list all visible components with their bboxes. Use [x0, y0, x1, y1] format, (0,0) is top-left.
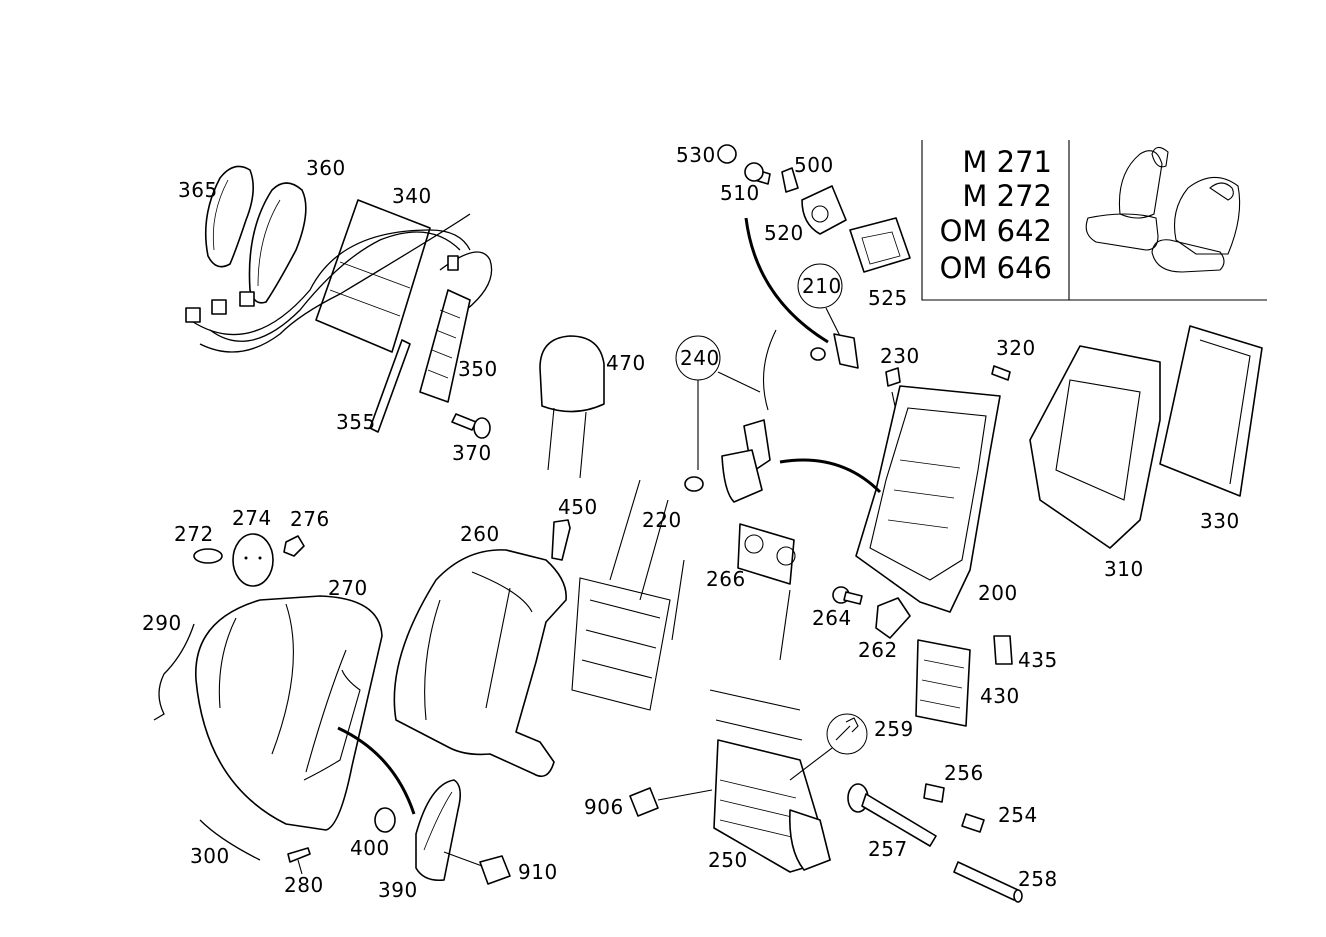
part-510-bolt	[744, 162, 771, 185]
part-264-bolt	[832, 586, 863, 605]
part-450-support	[551, 519, 571, 561]
label-525: 525	[868, 286, 908, 310]
label-500: 500	[794, 153, 834, 177]
part-310-backrest-shell	[1029, 345, 1161, 549]
label-210: 210	[802, 274, 842, 298]
part-320-bolt	[991, 365, 1011, 381]
label-260: 260	[460, 522, 500, 546]
label-200: 200	[978, 581, 1018, 605]
label-906: 906	[584, 795, 624, 819]
label-290: 290	[142, 611, 182, 635]
part-500-plug	[781, 167, 799, 193]
part-290-cable	[153, 623, 195, 721]
label-450: 450	[558, 495, 598, 519]
part-340-wiring	[185, 199, 493, 353]
label-258: 258	[1018, 867, 1058, 891]
engine-code-box: M 271 M 272 OM 642 OM 646	[921, 140, 1267, 301]
label-250: 250	[708, 848, 748, 872]
label-300: 300	[190, 844, 230, 868]
part-200-backrest-frame	[855, 385, 1001, 613]
label-262: 262	[858, 638, 898, 662]
label-259: 259	[874, 717, 914, 741]
part-365-pad	[204, 165, 254, 268]
part-210-switch	[797, 263, 859, 369]
part-430-motor-unit	[915, 639, 971, 727]
label-510: 510	[720, 181, 760, 205]
label-310: 310	[1104, 557, 1144, 581]
label-276: 276	[290, 507, 330, 531]
part-355-strip	[369, 339, 411, 433]
part-280-clip	[287, 847, 311, 875]
part-435-label	[993, 635, 1013, 665]
label-390: 390	[378, 878, 418, 902]
part-270-backrest-cover	[195, 595, 383, 831]
part-520-control	[801, 185, 847, 235]
part-262-bracket	[875, 597, 911, 639]
part-470-headrest	[539, 335, 605, 479]
label-220: 220	[642, 508, 682, 532]
label-330: 330	[1200, 509, 1240, 533]
label-470: 470	[606, 351, 646, 375]
arrow-390-to-270	[337, 726, 416, 815]
part-525-panel	[849, 217, 911, 273]
engine-code-4: OM 646	[940, 251, 1052, 285]
label-266: 266	[706, 567, 746, 591]
label-240: 240	[680, 346, 720, 370]
label-254: 254	[998, 803, 1038, 827]
part-250-seat-base	[709, 689, 831, 873]
arrow-510-to-210	[744, 217, 829, 344]
part-272-ring	[193, 548, 223, 564]
part-labels: 530 500 510 520 525 210 230 240 320 365 …	[142, 143, 1240, 902]
label-435: 435	[1018, 648, 1058, 672]
label-365: 365	[178, 178, 218, 202]
label-430: 430	[980, 684, 1020, 708]
part-370-bolt	[451, 413, 491, 439]
part-330-rear-panel	[1159, 325, 1263, 497]
part-274-disc	[232, 533, 274, 587]
part-530-cap	[717, 144, 737, 164]
arrow-240-to-200	[779, 458, 882, 494]
part-350-airbag-module	[419, 289, 471, 403]
part-906-sticker	[629, 787, 713, 817]
engine-code-1: M 271	[962, 145, 1052, 179]
label-230: 230	[880, 344, 920, 368]
label-256: 256	[944, 761, 984, 785]
label-350: 350	[458, 357, 498, 381]
part-256-connector	[923, 783, 945, 803]
part-259-wrench-callout	[789, 713, 868, 781]
part-910-sticker	[443, 851, 511, 885]
part-258-spindle	[953, 861, 1023, 903]
label-320: 320	[996, 336, 1036, 360]
label-360: 360	[306, 156, 346, 180]
part-300-cable	[199, 819, 261, 861]
part-257-drive-shaft	[847, 783, 937, 847]
part-260-backrest-foam	[393, 549, 567, 778]
part-220-spring-mat	[571, 479, 685, 711]
label-530: 530	[676, 143, 716, 167]
label-400: 400	[350, 836, 390, 860]
part-276-knob	[283, 535, 305, 557]
label-274: 274	[232, 506, 272, 530]
label-340: 340	[392, 184, 432, 208]
label-280: 280	[284, 873, 324, 897]
part-266-lumbar	[737, 523, 796, 661]
part-400-cap	[374, 807, 396, 833]
engine-code-2: M 272	[962, 179, 1052, 213]
label-370: 370	[452, 441, 492, 465]
label-257: 257	[868, 837, 908, 861]
label-355: 355	[336, 410, 376, 434]
label-910: 910	[518, 860, 558, 884]
label-264: 264	[812, 606, 852, 630]
part-240-motor	[675, 329, 777, 503]
label-520: 520	[764, 221, 804, 245]
seat-thumbnail-icon	[1085, 146, 1241, 273]
part-254-connector	[961, 813, 985, 833]
engine-code-3: OM 642	[940, 214, 1052, 248]
label-270: 270	[328, 576, 368, 600]
part-360-cushion	[248, 182, 307, 304]
label-272: 272	[174, 522, 214, 546]
part-390-side-panel	[415, 779, 462, 882]
